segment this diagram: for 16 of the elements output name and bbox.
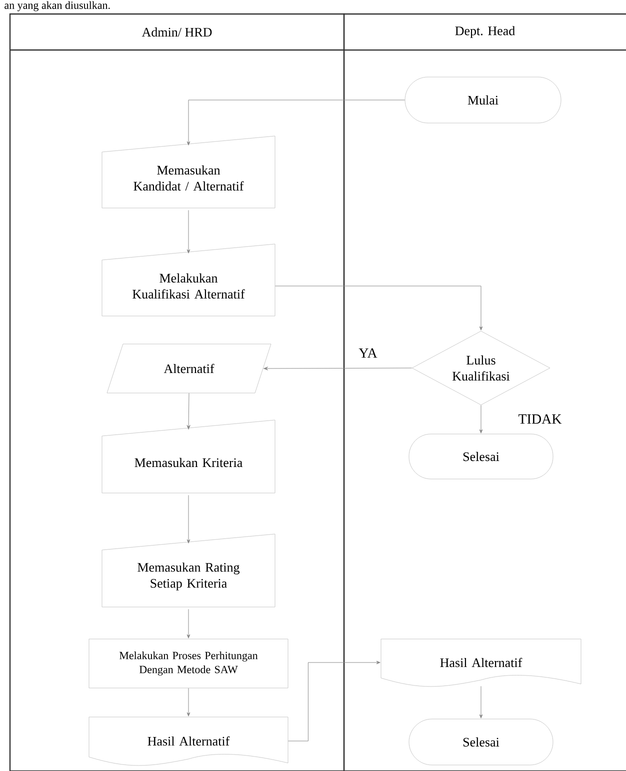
arrow bbox=[479, 404, 483, 434]
arrow bbox=[186, 392, 190, 430]
process-box: Melakukan Proses Perhitungan Dengan Metode SAW bbox=[88, 638, 288, 688]
arrow bbox=[186, 210, 190, 254]
arrow bbox=[264, 366, 412, 370]
arrow bbox=[186, 100, 406, 146]
arrow bbox=[479, 686, 483, 718]
edge-label: TIDAK bbox=[517, 413, 563, 425]
arrow bbox=[186, 608, 190, 638]
arrow bbox=[186, 688, 190, 716]
arrow bbox=[186, 494, 190, 544]
arrow bbox=[288, 660, 380, 742]
data-parallelogram: Alternatif bbox=[106, 344, 272, 394]
edge-label: YA bbox=[358, 347, 378, 359]
arrow bbox=[274, 286, 483, 330]
caption-text: an yang akan diusulkan. bbox=[4, 1, 110, 12]
